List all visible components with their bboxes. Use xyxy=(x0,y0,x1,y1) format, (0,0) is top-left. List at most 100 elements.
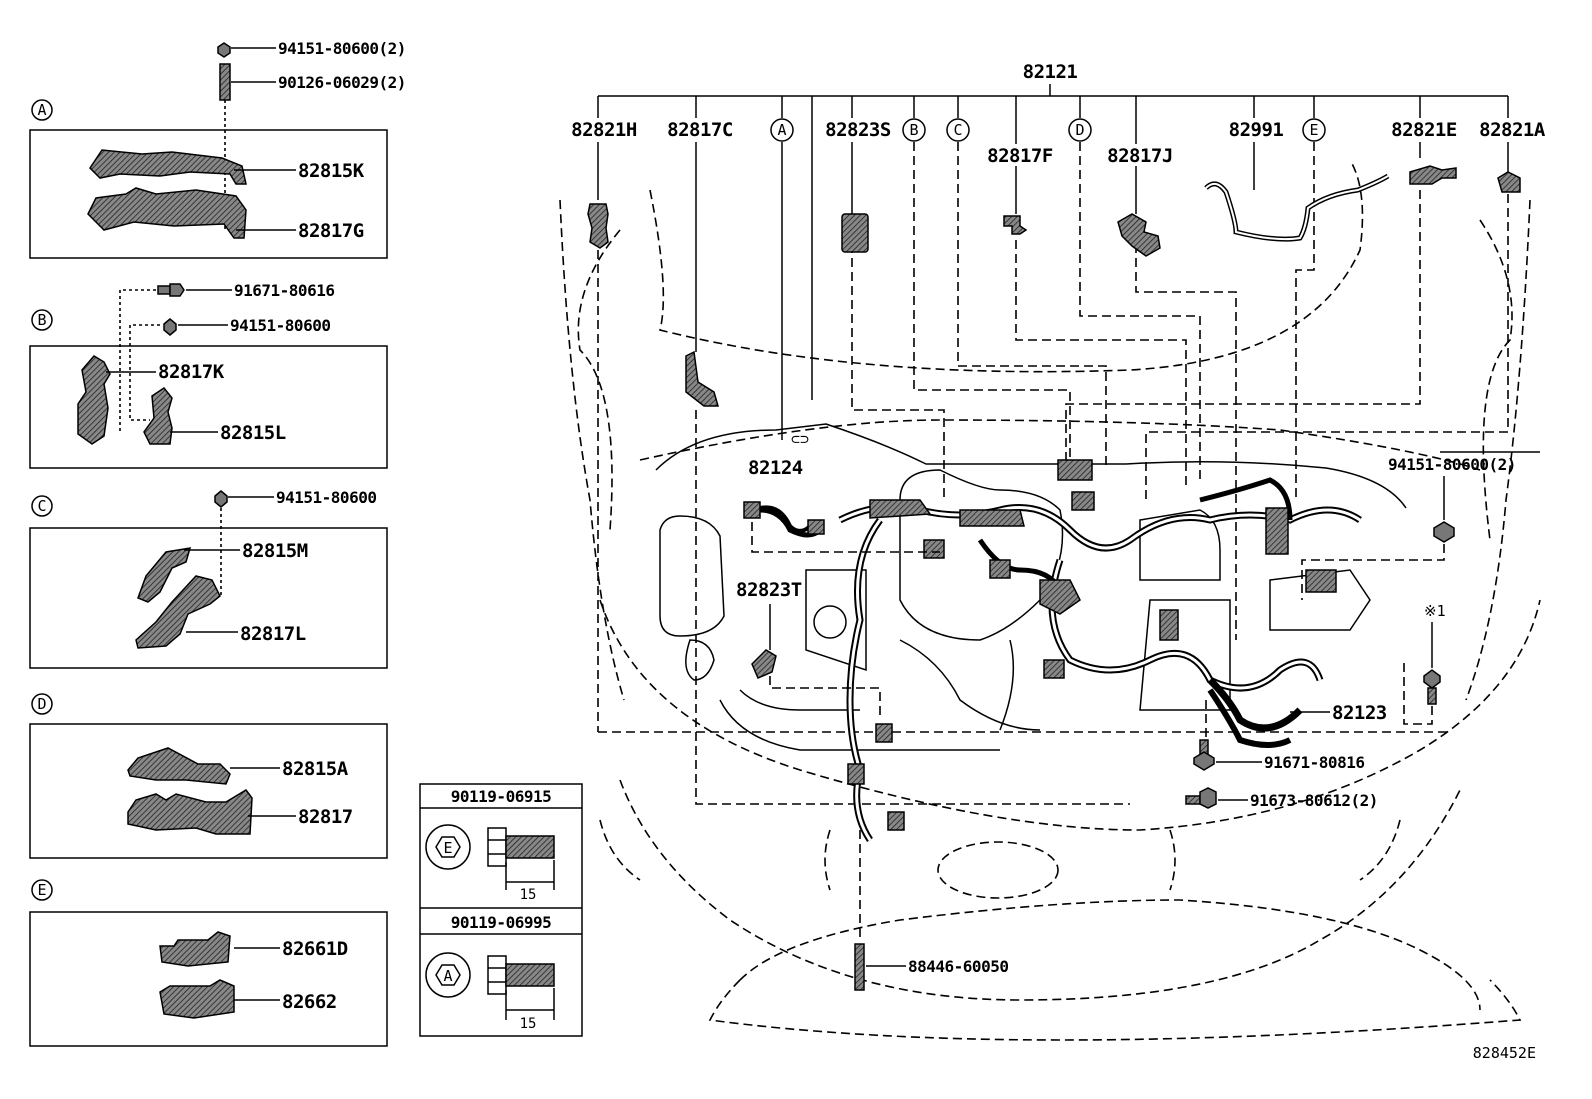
group-d-p2-label: 82817 xyxy=(298,806,353,828)
wire-harness xyxy=(759,459,1362,842)
clamp-82817f-icon xyxy=(1003,215,1028,235)
hex-nut-icon xyxy=(214,490,228,508)
group-b-nut-label: 94151-80600 xyxy=(230,316,330,335)
callout-c-letter: C xyxy=(953,121,962,139)
label-82823t: 82823T xyxy=(736,579,802,601)
group-e-letter: E xyxy=(37,881,46,899)
bottom-bolts: 91671-80816 91673-80612(2) 88446-60050 xyxy=(854,700,1378,991)
group-b-p2-label: 82815L xyxy=(220,422,286,444)
group-a-nut-label: 94151-80600(2) xyxy=(278,39,406,58)
group-b-marker xyxy=(31,309,53,331)
group-a-marker xyxy=(31,99,53,121)
bracket-82817j-icon xyxy=(1117,213,1161,257)
bolt-table: 90119-06915 90119-06995 E 15 A xyxy=(419,783,583,1037)
bracket-82815l-icon xyxy=(143,386,173,445)
group-d-box xyxy=(29,723,388,859)
stud-bolt-icon xyxy=(219,63,231,101)
leader-lines xyxy=(597,142,1509,805)
label-stud-88446: 88446-60050 xyxy=(908,957,1008,976)
group-c-letter: C xyxy=(37,497,46,515)
label-82821h: 82821H xyxy=(571,119,637,141)
callout-b-marker xyxy=(902,118,926,142)
group-c-p1-label: 82815M xyxy=(242,540,308,562)
callout-a-marker xyxy=(770,118,794,142)
bolt-row1-length: 15 xyxy=(520,887,537,903)
hex-nut-icon xyxy=(163,318,177,336)
bolt-head-e-icon xyxy=(425,824,471,870)
bracket-82662-icon xyxy=(159,979,235,1019)
callout-c-marker xyxy=(946,118,970,142)
hex-nut-icon xyxy=(217,42,231,58)
bolt-table-row1-part: 90119-06915 xyxy=(451,787,551,806)
part-82124: ⊂⊃ 82124 xyxy=(743,430,940,553)
bolt-row2-length: 15 xyxy=(520,1016,537,1032)
reference-mark: ※1 xyxy=(1424,602,1446,620)
callout-d-letter: D xyxy=(1075,121,1084,139)
group-a-stud-label: 90126-06029(2) xyxy=(278,73,406,92)
group-b-letter: B xyxy=(37,311,46,329)
bracket-82817l-icon xyxy=(135,575,221,649)
group-c: C 94151-80600 82815M 82817L xyxy=(29,488,388,669)
group-c-p2-label: 82817L xyxy=(240,623,306,645)
callout-d-marker xyxy=(1068,118,1092,142)
bracket-82815m-icon xyxy=(137,547,192,603)
callout-a-letter: A xyxy=(777,121,786,139)
main-harness-callouts: 82121 82821H 82817C A 82823S B C 82817F … xyxy=(571,61,1546,400)
bolt-table-row2-part: 90119-06995 xyxy=(451,913,551,932)
bracket-82817k-icon xyxy=(77,355,111,445)
label-82991: 82991 xyxy=(1229,119,1284,141)
label-82124: 82124 xyxy=(748,457,803,479)
hex-nut-icon xyxy=(1433,521,1455,543)
bracket-82817g-icon xyxy=(87,187,247,239)
group-b-p1-label: 82817K xyxy=(158,361,225,383)
flange-bolt-icon xyxy=(1185,787,1217,809)
callout-e-letter: E xyxy=(1309,121,1318,139)
bracket-82815k-icon xyxy=(89,149,247,185)
group-c-marker xyxy=(31,495,53,517)
connector-82817c-icon xyxy=(685,350,719,407)
group-a: A 94151-80600(2) 90126-06029(2) 82815K 8… xyxy=(29,39,406,259)
main-part-label: 82121 xyxy=(1023,61,1078,83)
group-a-letter: A xyxy=(37,101,46,119)
connector-82821h-icon xyxy=(587,203,609,249)
sensor-82821e-icon xyxy=(1409,165,1457,185)
bracket-82661d-icon xyxy=(159,931,231,967)
sensor-82821a-icon xyxy=(1497,171,1521,193)
group-d-p1-label: 82815A xyxy=(282,758,349,780)
part-82823t: 82823T xyxy=(736,579,881,720)
group-b-bolt-label: 91671-80616 xyxy=(234,281,334,300)
label-nut-right: 94151-80600(2) xyxy=(1388,455,1516,474)
label-82123: 82123 xyxy=(1332,702,1387,724)
part-82123: 82123 xyxy=(1207,688,1387,748)
hex-bolt-side-icon xyxy=(487,955,555,1020)
group-d-marker xyxy=(31,693,53,715)
callout-e-marker xyxy=(1302,118,1326,142)
group-d-letter: D xyxy=(37,695,46,713)
bolt-head-a-icon xyxy=(425,952,471,998)
bolt-row2-mark: A xyxy=(443,967,452,985)
flange-bolt-icon xyxy=(157,283,185,297)
label-82821e: 82821E xyxy=(1391,119,1457,141)
right-nut-group: 94151-80600(2) ※1 xyxy=(1301,451,1540,725)
group-a-box xyxy=(29,129,388,259)
bolt-row1-mark: E xyxy=(443,839,452,857)
flange-bolt-icon xyxy=(1193,739,1215,771)
group-e: E 82661D 82662 xyxy=(29,879,388,1047)
vehicle-outline xyxy=(559,159,1541,1041)
label-82817j: 82817J xyxy=(1107,145,1173,167)
group-a-p2-label: 82817G xyxy=(298,220,364,242)
connector-82823s-icon xyxy=(841,213,869,253)
figure-id: 828452E xyxy=(1473,1044,1536,1062)
label-bolt-91671: 91671-80816 xyxy=(1264,753,1364,772)
group-d: D 82815A 82817 xyxy=(29,693,388,859)
group-e-marker xyxy=(31,879,53,901)
top-connectors xyxy=(587,165,1521,407)
group-c-box xyxy=(29,527,388,669)
label-bolt-91673: 91673-80612(2) xyxy=(1250,791,1378,810)
group-c-nut-label: 94151-80600 xyxy=(276,488,376,507)
bracket-82815a-icon xyxy=(127,747,231,785)
group-b: B 91671-80616 94151-80600 82817K 82815L xyxy=(29,281,388,469)
group-a-p1-label: 82815K xyxy=(298,160,365,182)
label-82823s: 82823S xyxy=(825,119,891,141)
